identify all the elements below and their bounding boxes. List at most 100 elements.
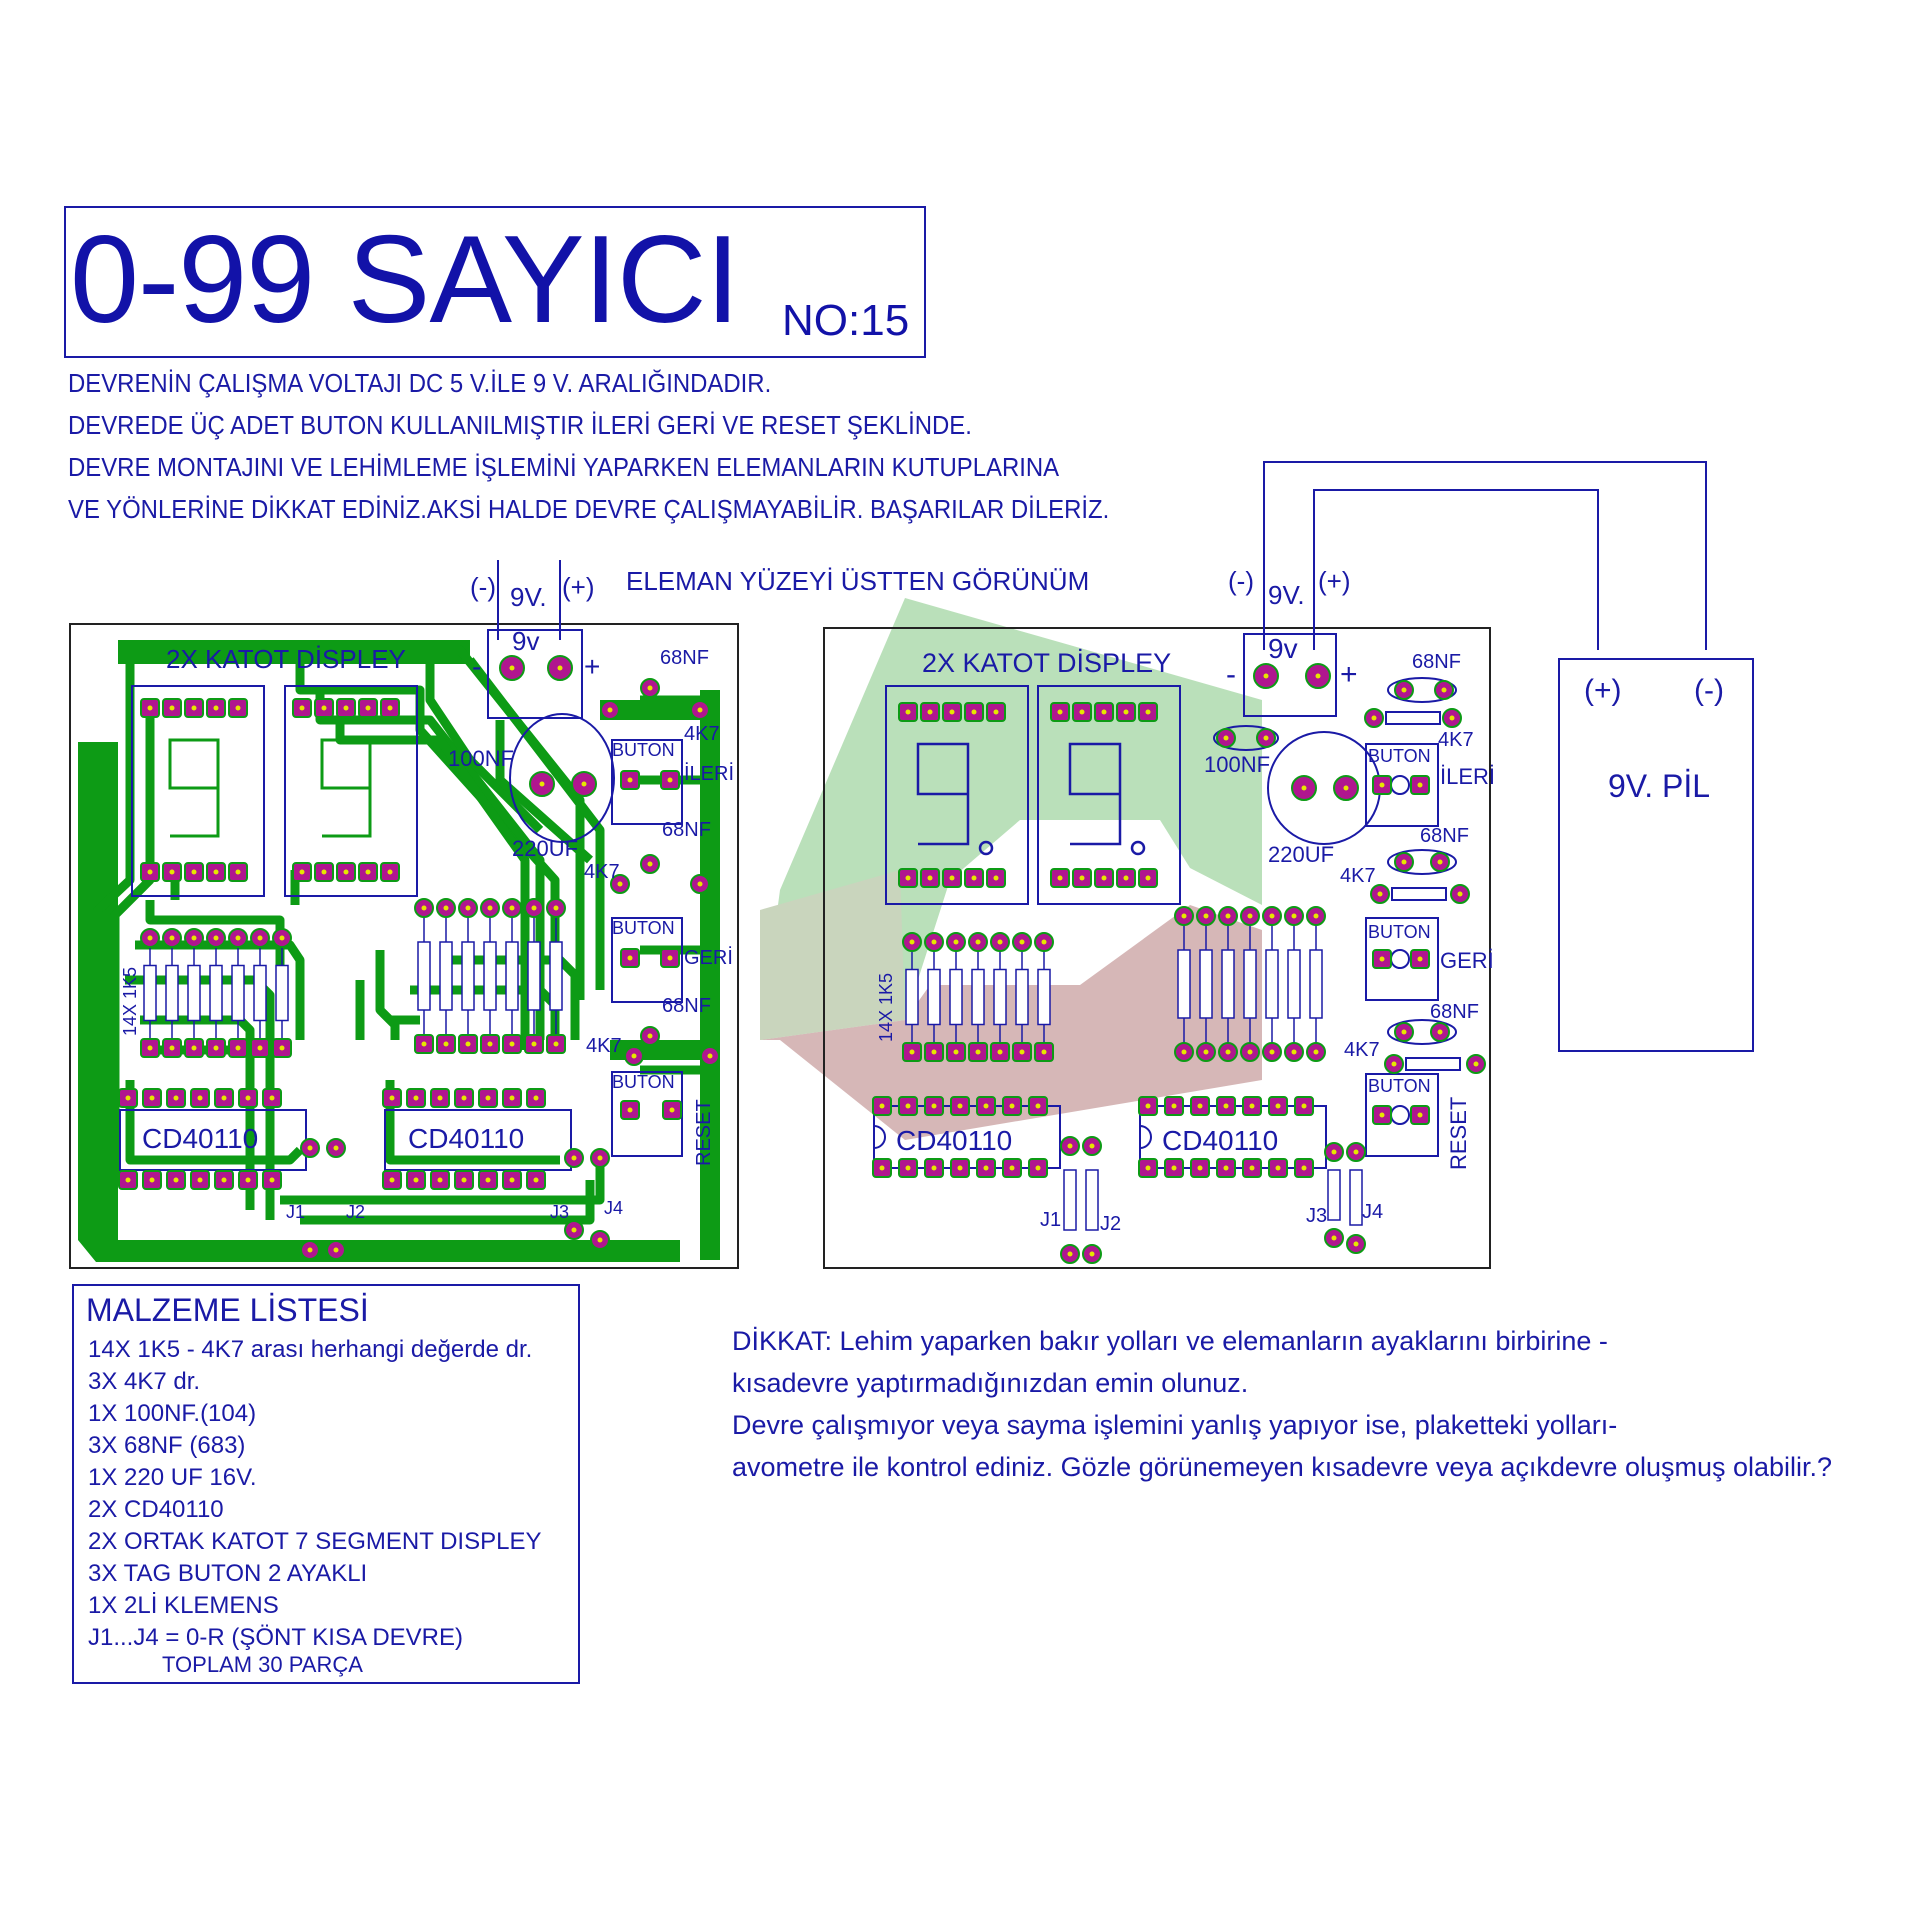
material-item: 3X 68NF (683) — [88, 1432, 246, 1459]
pad-hole — [1067, 1251, 1073, 1257]
pad-hole — [1041, 939, 1047, 945]
resistor-body — [165, 964, 179, 1022]
pad-hole — [191, 935, 197, 941]
warning-line-4: avometre ile kontrol ediniz. Gözle görün… — [732, 1452, 1833, 1482]
resistor-body — [949, 968, 963, 1026]
pad-hole — [1019, 1049, 1025, 1055]
pad-hole — [597, 1155, 603, 1161]
pad-hole — [1449, 715, 1455, 721]
pad-hole — [667, 777, 673, 783]
left-9v-label: 9V. — [510, 582, 547, 612]
pad-hole — [531, 905, 537, 911]
pad-hole — [971, 875, 977, 881]
page-title: 0-99 SAYICI — [70, 211, 740, 349]
pad-hole — [147, 705, 153, 711]
pad-hole — [1417, 956, 1423, 962]
component-view-title: ELEMAN YÜZEYİ ÜSTTEN GÖRÜNÜM — [626, 566, 1090, 596]
pad-hole — [1301, 1165, 1307, 1171]
note-line-4: VE YÖNLERİNE DİKKAT EDİNİZ.AKSİ HALDE DE… — [68, 494, 1110, 524]
resistor-body — [1015, 968, 1029, 1026]
pad-hole — [279, 1045, 285, 1051]
left-resistor-label: 14X 1K5 — [120, 967, 140, 1036]
right-buton-2: BUTON — [1368, 922, 1431, 942]
resistor-arrays — [143, 908, 1363, 1231]
pad-hole — [667, 955, 673, 961]
pad-hole — [387, 869, 393, 875]
pad-hole — [169, 869, 175, 875]
pad-hole — [1079, 709, 1085, 715]
right-connector-9v: 9v — [1268, 633, 1298, 664]
left-ic-2-label: CD40110 — [408, 1123, 524, 1154]
pad-hole — [1437, 1029, 1443, 1035]
pad-hole — [553, 905, 559, 911]
left-4k7-1: 4K7 — [684, 723, 720, 745]
right-display-label: 2X KATOT DİSPLEY — [922, 647, 1171, 678]
pad-hole — [1301, 1103, 1307, 1109]
pad-hole — [169, 1045, 175, 1051]
pad-hole — [1379, 956, 1385, 962]
pad-hole — [997, 1049, 1003, 1055]
pad-hole — [1009, 1103, 1015, 1109]
right-ic-2-label: CD40110 — [1162, 1125, 1278, 1156]
resistor-body — [549, 941, 563, 1011]
pad-hole — [1171, 1103, 1177, 1109]
pad-hole — [1401, 687, 1407, 693]
pad-hole — [1291, 1049, 1297, 1055]
right-plus-sign: + — [1340, 658, 1358, 691]
resistor-body — [993, 968, 1007, 1026]
pad-hole — [1101, 875, 1107, 881]
right-j2: J2 — [1100, 1213, 1121, 1235]
note-line-2: DEVREDE ÜÇ ADET BUTON KULLANILMIŞTIR İLE… — [68, 410, 972, 440]
pad-hole — [669, 1107, 675, 1113]
component-pads — [118, 655, 1486, 1264]
pad-hole — [1035, 1103, 1041, 1109]
pad-hole — [443, 1041, 449, 1047]
resistor-body — [1243, 949, 1257, 1019]
pad-hole — [125, 1177, 131, 1183]
resistor-body — [505, 941, 519, 1011]
title-frame — [64, 206, 926, 358]
pad-hole — [149, 1095, 155, 1101]
pad-hole — [191, 1045, 197, 1051]
pad-hole — [461, 1177, 467, 1183]
pad-hole — [343, 869, 349, 875]
pad-hole — [957, 1103, 963, 1109]
left-68nf-2: 68NF — [662, 819, 711, 841]
pad-hole — [909, 939, 915, 945]
right-ic-1-label: CD40110 — [896, 1125, 1012, 1156]
pad-hole — [1203, 913, 1209, 919]
pad-hole — [1377, 891, 1383, 897]
pad-hole — [1145, 1103, 1151, 1109]
resistor-body — [1199, 949, 1213, 1019]
pad-hole — [1269, 913, 1275, 919]
pad-hole — [1401, 859, 1407, 865]
jumper-body — [1327, 1169, 1341, 1221]
right-ileri: İLERİ — [1440, 764, 1495, 789]
material-item: 1X 2Lİ KLEMENS — [88, 1592, 279, 1619]
pad-hole — [213, 935, 219, 941]
pad-hole — [905, 709, 911, 715]
pad-hole — [147, 1045, 153, 1051]
pad-hole — [235, 1045, 241, 1051]
warning-line-2: kısadevre yaptırmadığınızdan emin olunuz… — [732, 1368, 1249, 1398]
resistor-body — [439, 941, 453, 1011]
pad-hole — [1437, 859, 1443, 865]
pad-hole — [1145, 875, 1151, 881]
pad-hole — [627, 777, 633, 783]
right-68nf-1: 68NF — [1412, 651, 1461, 673]
pad-hole — [307, 1145, 313, 1151]
pad-hole — [465, 1041, 471, 1047]
pad-hole — [1223, 735, 1229, 741]
pad-hole — [1353, 1241, 1359, 1247]
pad-hole — [389, 1177, 395, 1183]
pad-hole — [1301, 785, 1307, 791]
pad-hole — [191, 869, 197, 875]
right-buton-1: BUTON — [1368, 746, 1431, 766]
battery-box — [1558, 658, 1754, 1052]
pad-hole — [413, 1177, 419, 1183]
pad-hole — [509, 1041, 515, 1047]
pad-hole — [1371, 715, 1377, 721]
resistor-body — [527, 941, 541, 1011]
pad-hole — [487, 905, 493, 911]
note-line-1: DEVRENİN ÇALIŞMA VOLTAJI DC 5 V.İLE 9 V.… — [68, 368, 772, 398]
